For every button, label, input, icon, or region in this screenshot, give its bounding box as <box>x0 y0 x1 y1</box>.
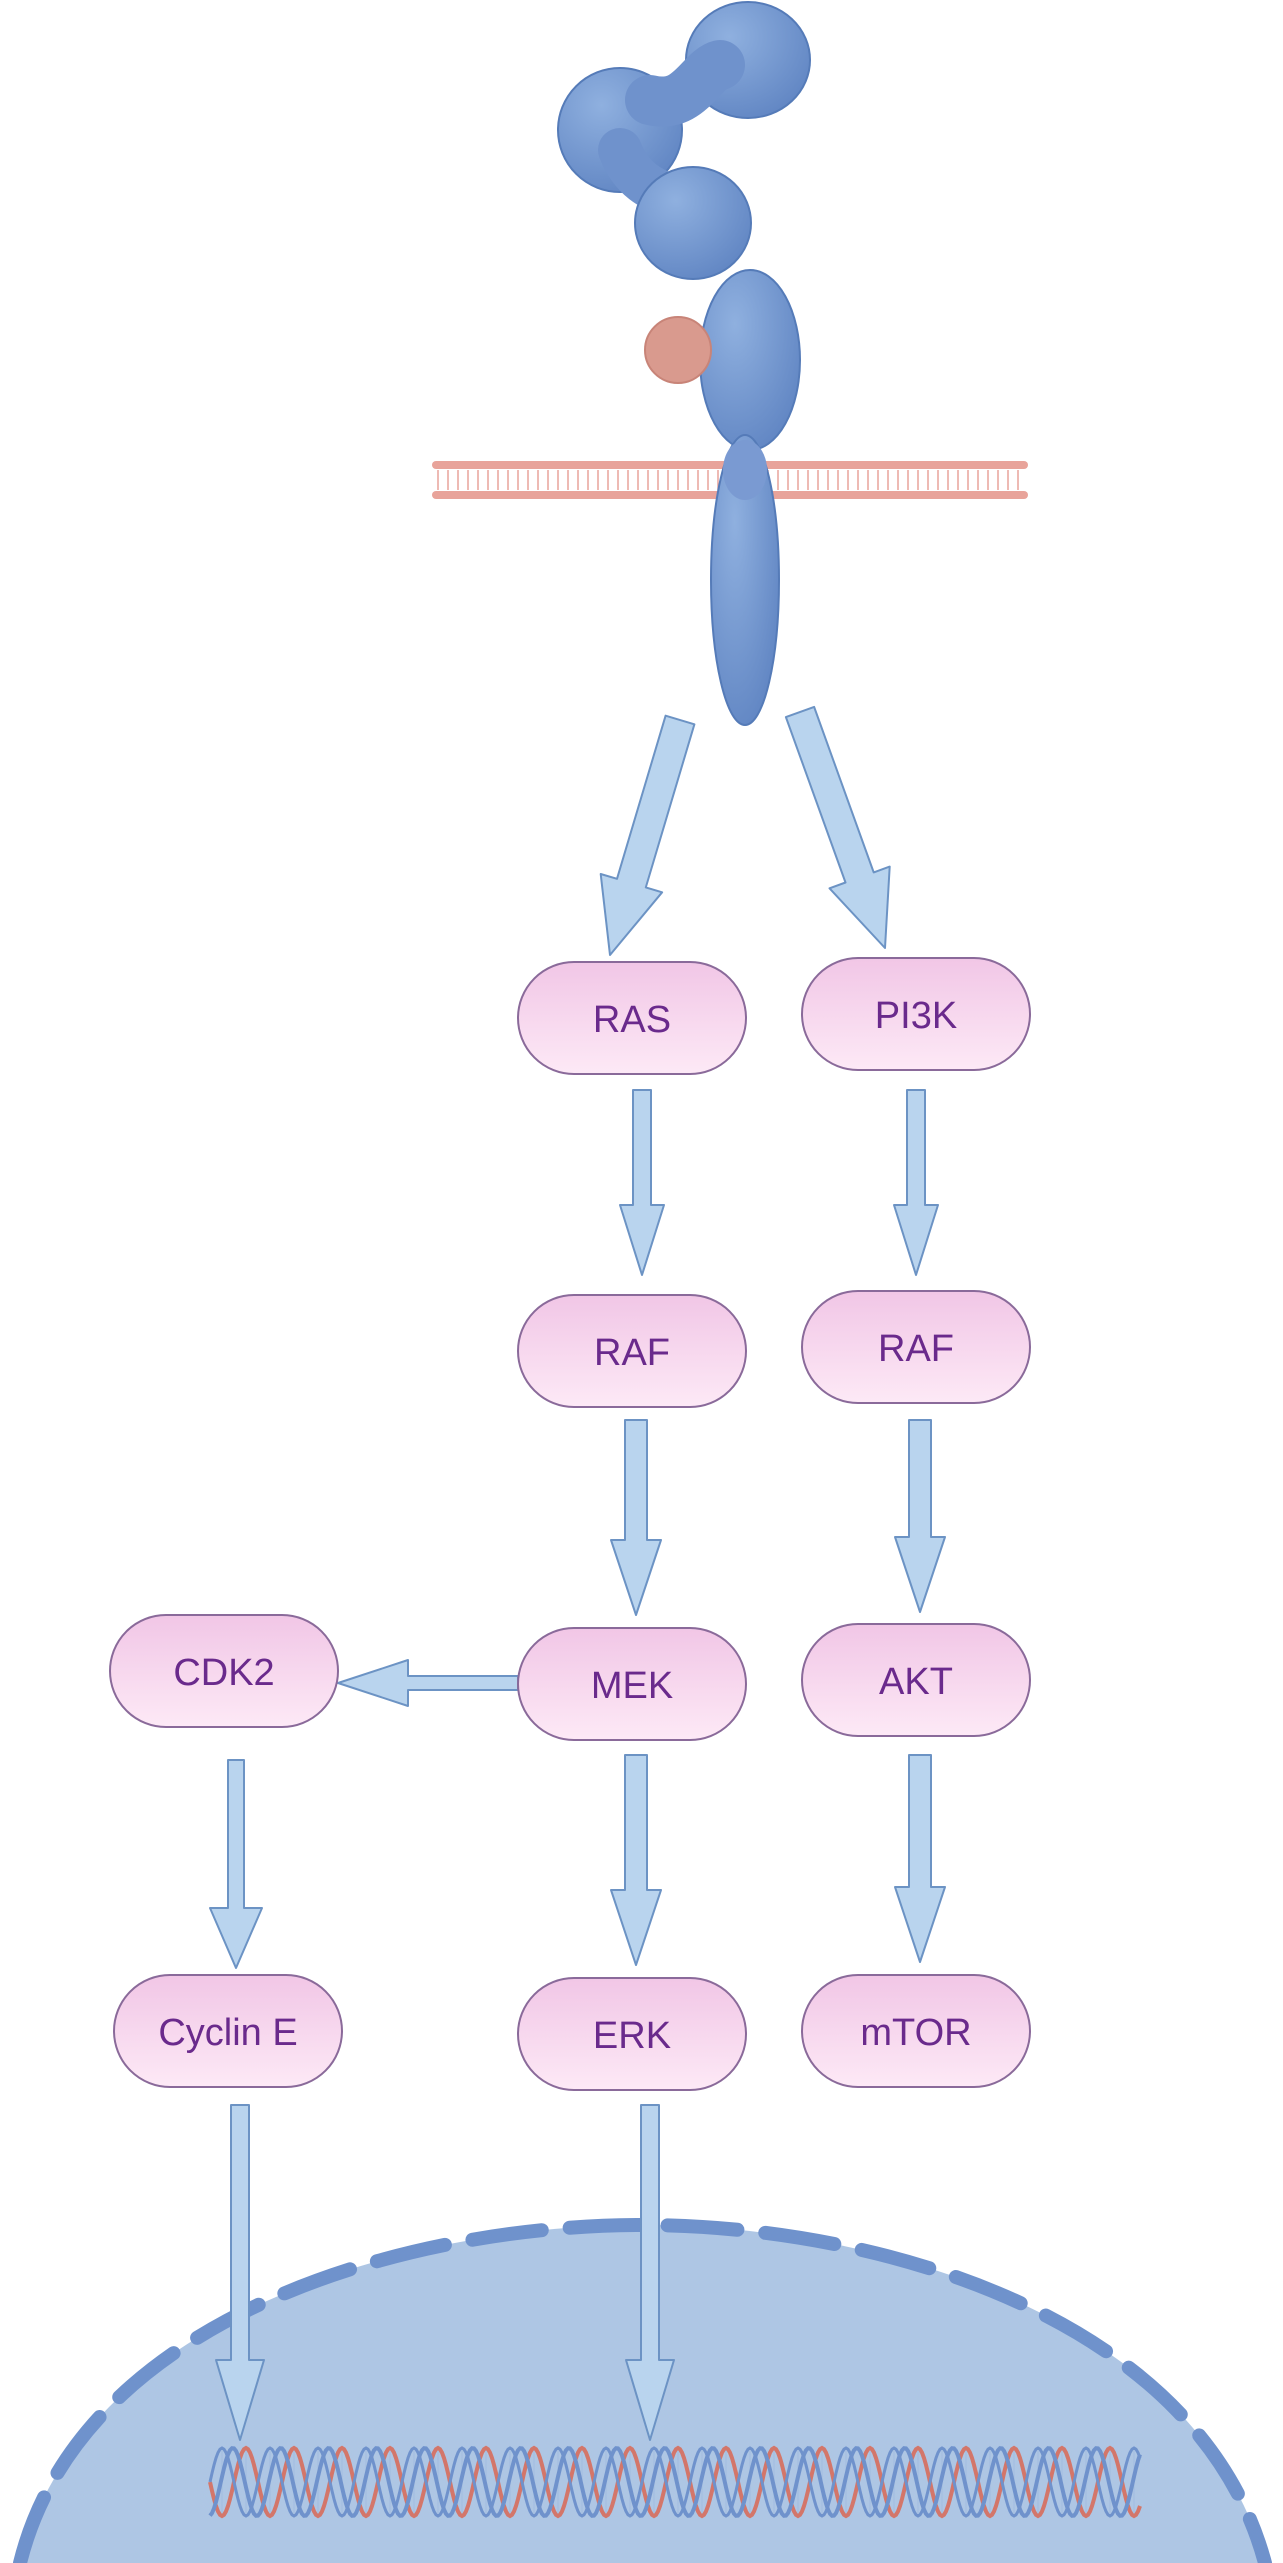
node-mek-label: MEK <box>591 1665 673 1707</box>
arrow-ras-to-raf <box>619 1089 665 1276</box>
node-cdk2-label: CDK2 <box>173 1652 274 1694</box>
node-erk: ERK <box>517 1977 747 2091</box>
ligand-icon <box>644 316 712 384</box>
arrow-cdk2-to-cyclin-e <box>209 1759 263 1969</box>
node-raf-right: RAF <box>801 1290 1031 1404</box>
node-cdk2: CDK2 <box>109 1614 339 1728</box>
dna-helix-icon <box>208 2445 1142 2519</box>
node-cyclin-e: Cyclin E <box>113 1974 343 2088</box>
arrow-pi3k-to-raf <box>893 1089 939 1276</box>
node-ras: RAS <box>517 961 747 1075</box>
node-mek: MEK <box>517 1627 747 1741</box>
node-cyclin-e-label: Cyclin E <box>158 2012 297 2054</box>
arrow-akt-to-mtor <box>894 1754 946 1963</box>
node-akt-label: AKT <box>879 1661 953 1703</box>
node-erk-label: ERK <box>593 2015 671 2057</box>
node-mtor: mTOR <box>801 1974 1031 2088</box>
node-ras-label: RAS <box>593 999 671 1041</box>
node-raf-left-label: RAF <box>594 1332 670 1374</box>
arrow-erk-to-dna <box>625 2104 675 2441</box>
node-akt: AKT <box>801 1623 1031 1737</box>
arrow-receptor-to-pi3k <box>784 705 891 949</box>
arrow-cyclin-e-to-dna <box>215 2104 265 2441</box>
arrow-raf-to-akt <box>894 1419 946 1613</box>
node-pi3k: PI3K <box>801 957 1031 1071</box>
receptor-icon <box>557 1 811 726</box>
arrow-receptor-to-ras <box>599 714 696 956</box>
arrow-mek-to-cdk2 <box>337 1659 519 1707</box>
node-mtor-label: mTOR <box>860 2012 971 2054</box>
node-pi3k-label: PI3K <box>875 995 957 1037</box>
node-raf-right-label: RAF <box>878 1328 954 1370</box>
arrow-raf-to-mek <box>610 1419 662 1616</box>
pathway-arrows <box>209 705 946 2441</box>
node-raf-left: RAF <box>517 1294 747 1408</box>
arrow-mek-to-erk <box>610 1754 662 1966</box>
